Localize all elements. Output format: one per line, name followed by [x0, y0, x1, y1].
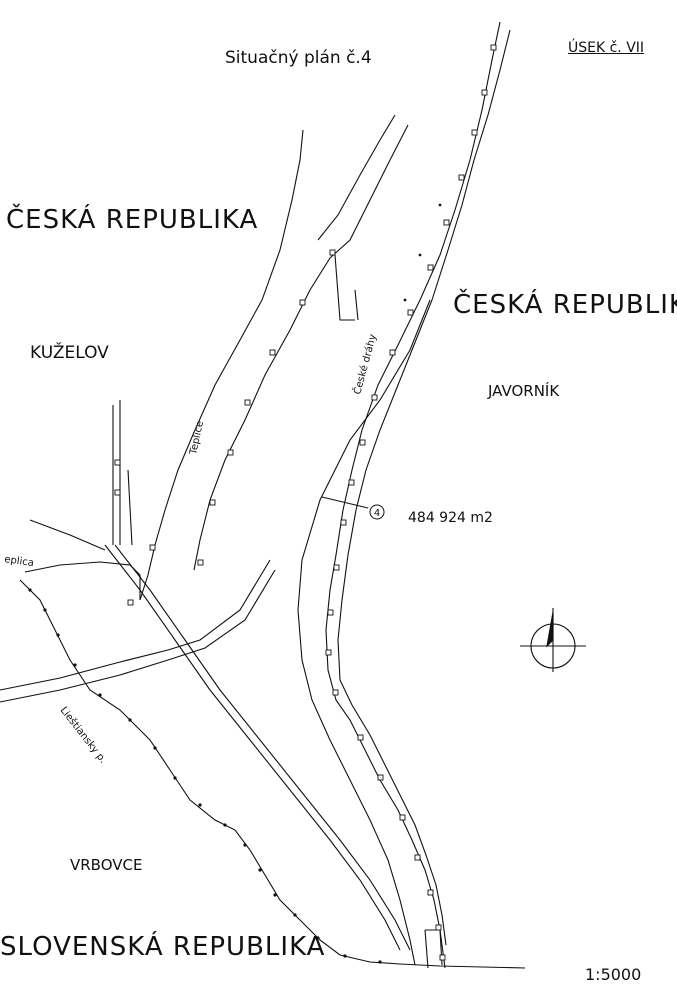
teplice-river-bank-2 [193, 124, 409, 571]
branch-top [334, 254, 359, 321]
border-line-sk-2 [24, 561, 141, 600]
road-line-2 [0, 569, 276, 703]
river-teplice-label: Teplice [188, 420, 206, 457]
river-channel-west [317, 114, 396, 241]
parcel-area-label: 484 924 m2 [408, 510, 493, 526]
section-label: ÚSEK č. VII [568, 40, 645, 56]
river-channel-east [297, 299, 431, 966]
village-kuzelov-label: KUŽELOV [30, 343, 109, 363]
border-markers [114, 44, 497, 961]
village-javornik-label: JAVORNÍK [488, 382, 560, 400]
north-arrow-icon [520, 608, 586, 672]
parcel-number-circle [369, 504, 385, 520]
country-cz-east-label: ČESKÁ REPUBLIK [453, 290, 677, 320]
map-scale-label: 1:5000 [585, 965, 642, 984]
parcel-number: 4 [374, 508, 380, 519]
parcel-pointer [321, 496, 369, 509]
west-boundary [29, 519, 106, 551]
river-liestiansky-label: Lieštiansky p. [58, 704, 109, 765]
country-cz-west-label: ČESKÁ REPUBLIKA [6, 205, 259, 235]
kuzelov-lines [112, 400, 133, 546]
road-line [0, 559, 271, 691]
border-line-east [325, 21, 501, 966]
river-ceske-drahy-label: České dráhy [350, 332, 379, 395]
country-sk-label: SLOVENSKÁ REPUBLIKA [0, 932, 326, 962]
diagonal-road [104, 544, 401, 951]
diagonal-road-2 [114, 544, 411, 951]
map-title: Situačný plán č.4 [225, 48, 372, 68]
stream-dots [28, 203, 442, 964]
village-vrbovce-label: VRBOVCE [70, 856, 143, 874]
river-teplica-label: eplica [4, 554, 35, 569]
teplice-river-bank [139, 129, 304, 601]
border-line-sk [19, 579, 526, 969]
border-line-east-inner [337, 29, 511, 946]
